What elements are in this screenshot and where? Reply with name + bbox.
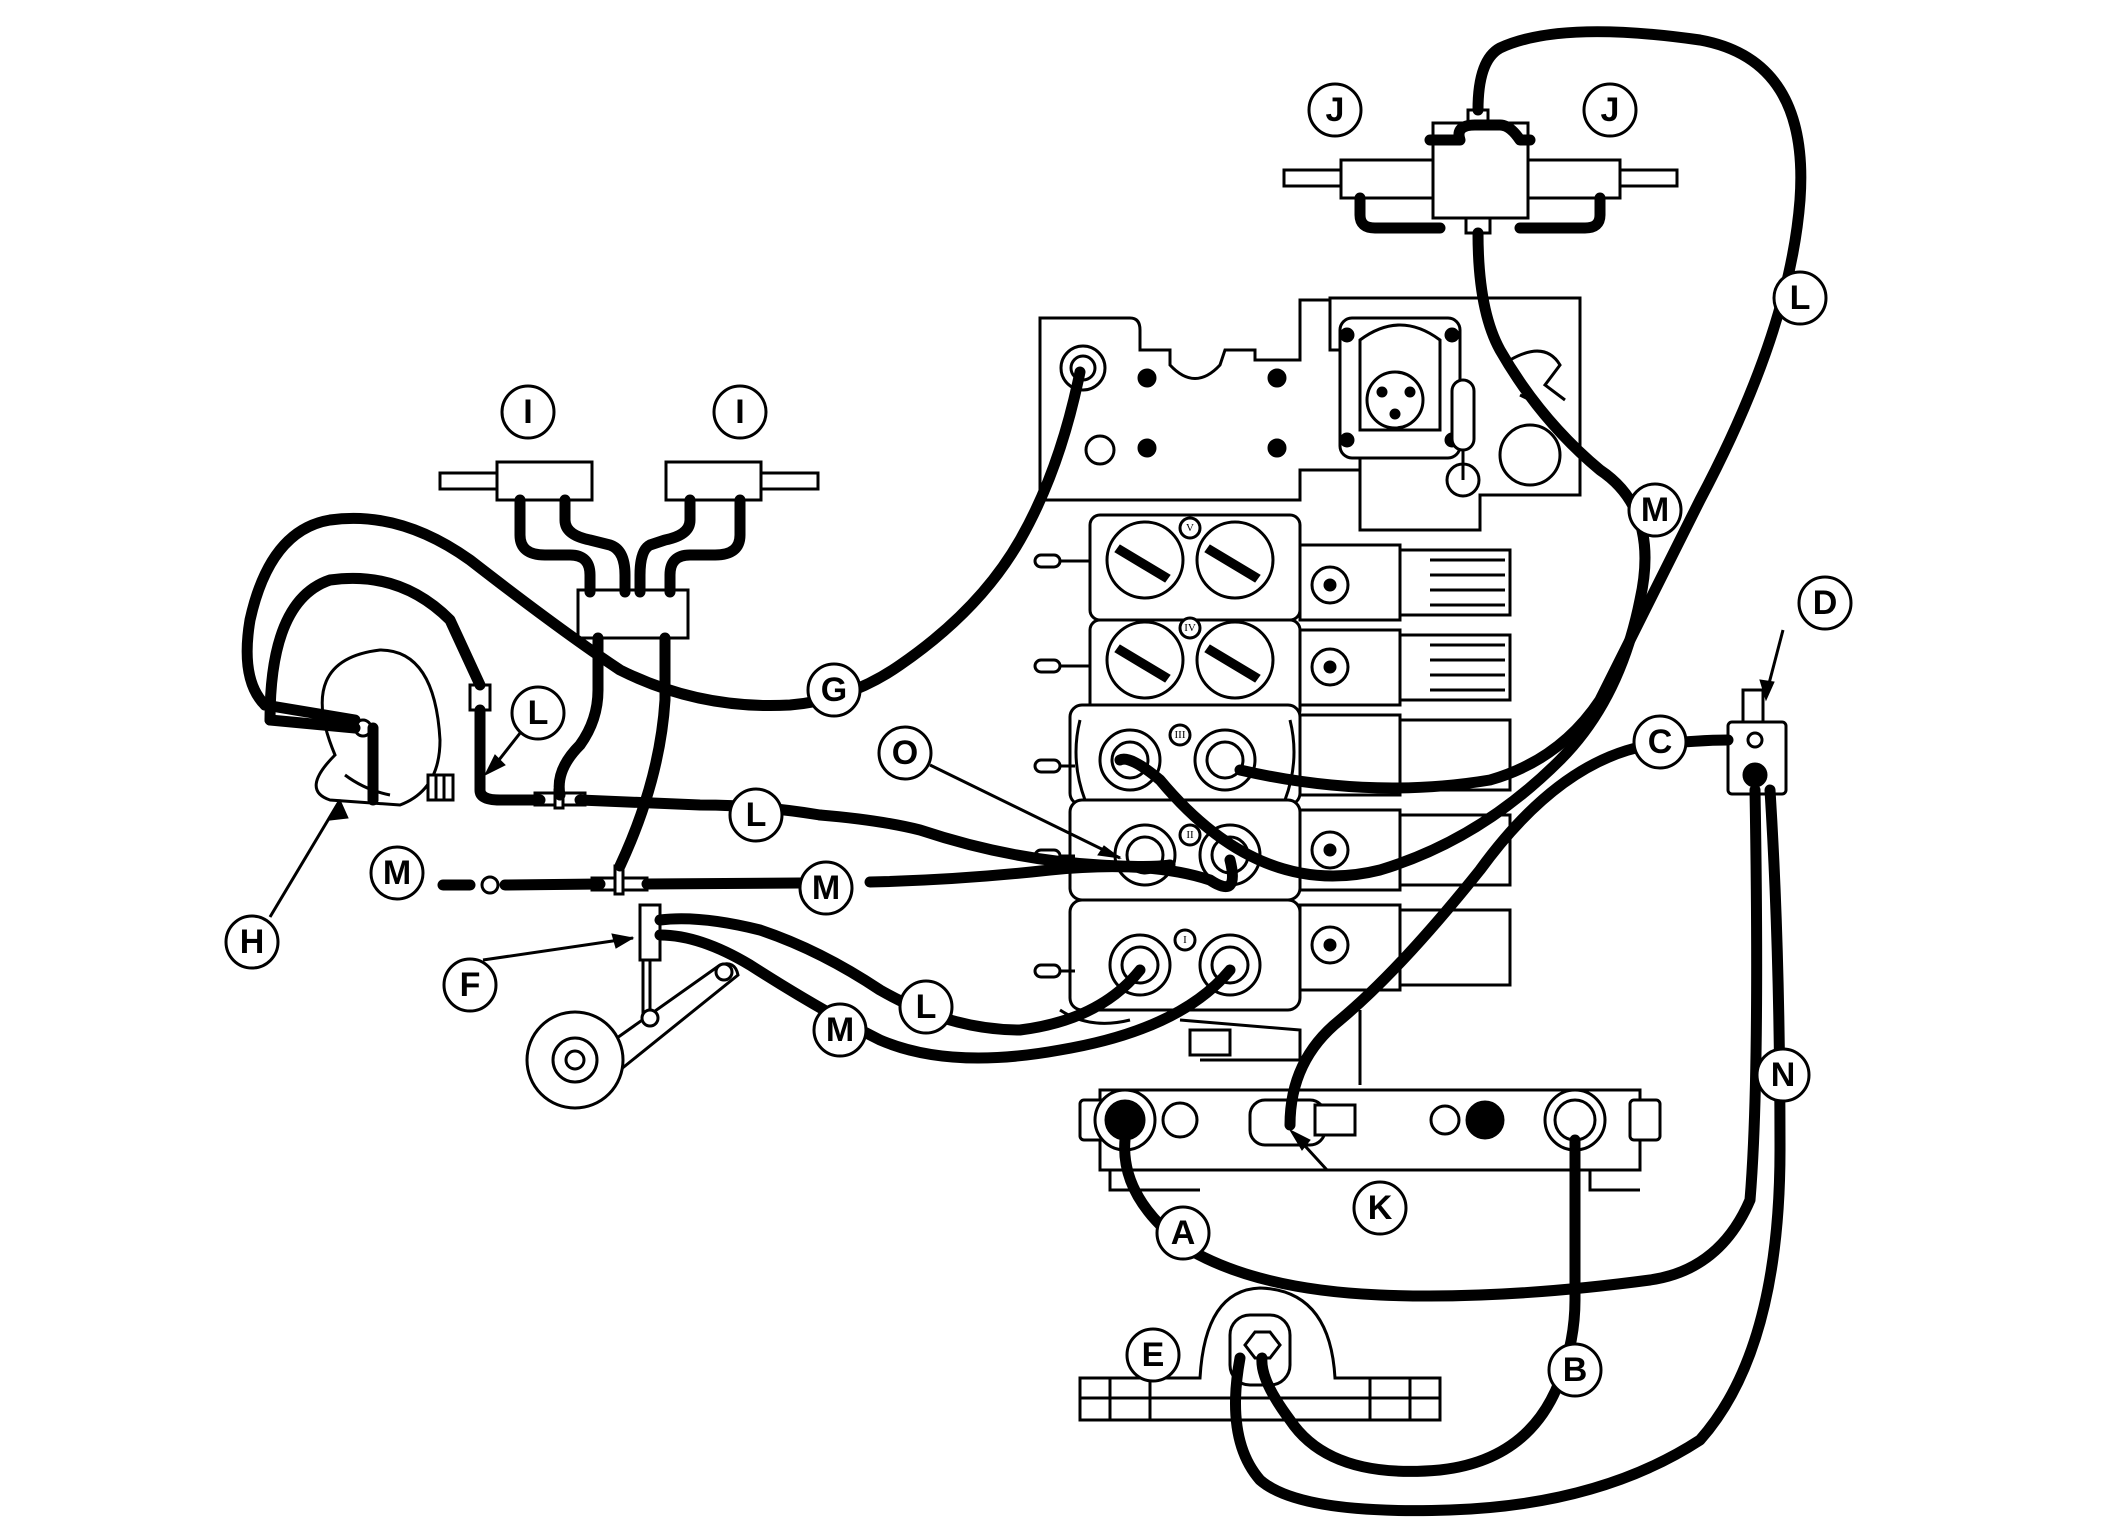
callout-b: B: [1547, 1342, 1603, 1398]
svg-text:O: O: [892, 734, 918, 772]
callouts: I I J J L M D C G L O L M M H F L M N K …: [224, 82, 1853, 1398]
lower-manifold: [1078, 1088, 1662, 1192]
svg-text:M: M: [1641, 491, 1669, 529]
section-mark-iv: IV: [1184, 622, 1196, 634]
section-mark-ii: II: [1186, 829, 1194, 841]
svg-text:F: F: [460, 966, 481, 1004]
callout-m-top-right: M: [1627, 482, 1683, 538]
valve-section-v: V: [1033, 513, 1512, 622]
callout-l-lower: L: [898, 979, 954, 1035]
callout-j-right: J: [1582, 82, 1638, 138]
callout-e: E: [1125, 1327, 1181, 1383]
upper-valve-housing: [1328, 296, 1582, 532]
svg-text:M: M: [826, 1011, 854, 1049]
svg-text:L: L: [916, 988, 937, 1026]
callout-g: G: [806, 662, 862, 718]
svg-text:I: I: [735, 393, 744, 431]
component-i-valves: [438, 460, 820, 640]
svg-text:L: L: [1790, 279, 1811, 317]
svg-text:J: J: [1601, 91, 1620, 129]
section-mark-i: I: [1183, 934, 1187, 946]
callout-d: D: [1797, 575, 1853, 631]
callout-j-left: J: [1307, 82, 1363, 138]
svg-text:D: D: [1813, 584, 1838, 622]
section-mark-v: V: [1186, 522, 1194, 534]
callout-i-right: I: [712, 384, 768, 440]
svg-text:N: N: [1771, 1056, 1796, 1094]
valve-mounting-plate: [1038, 298, 1362, 502]
callout-l-middle: L: [728, 787, 784, 843]
valve-section-iv: IV: [1033, 616, 1512, 722]
svg-text:K: K: [1368, 1189, 1393, 1227]
callout-n: N: [1755, 1047, 1811, 1103]
component-f-roller-arm: [525, 903, 740, 1110]
callout-a: A: [1155, 1205, 1211, 1261]
callout-c: C: [1632, 714, 1688, 770]
callout-k: K: [1352, 1180, 1408, 1236]
callout-m-lower: M: [812, 1002, 868, 1058]
callout-l-left: L: [510, 685, 566, 741]
callout-o: O: [877, 725, 933, 781]
svg-text:L: L: [746, 796, 767, 834]
svg-text:M: M: [812, 869, 840, 907]
leader-lines: [268, 629, 1785, 1172]
callout-f: F: [442, 957, 498, 1013]
callout-i-left: I: [500, 384, 556, 440]
svg-text:M: M: [383, 854, 411, 892]
callout-l-top-right: L: [1772, 270, 1828, 326]
svg-text:G: G: [821, 671, 847, 709]
svg-text:H: H: [240, 923, 265, 961]
svg-text:L: L: [528, 694, 549, 732]
hoses: [241, 26, 1807, 1517]
svg-text:C: C: [1648, 723, 1673, 761]
svg-text:A: A: [1171, 1214, 1196, 1252]
svg-text:B: B: [1563, 1351, 1588, 1389]
component-d-block: [1726, 688, 1788, 796]
section-mark-iii: III: [1175, 729, 1186, 741]
svg-text:I: I: [523, 393, 532, 431]
callout-h: H: [224, 914, 280, 970]
callout-m-middle: M: [798, 860, 854, 916]
callout-m-left: M: [369, 845, 425, 901]
svg-text:E: E: [1142, 1336, 1165, 1374]
svg-text:J: J: [1326, 91, 1345, 129]
